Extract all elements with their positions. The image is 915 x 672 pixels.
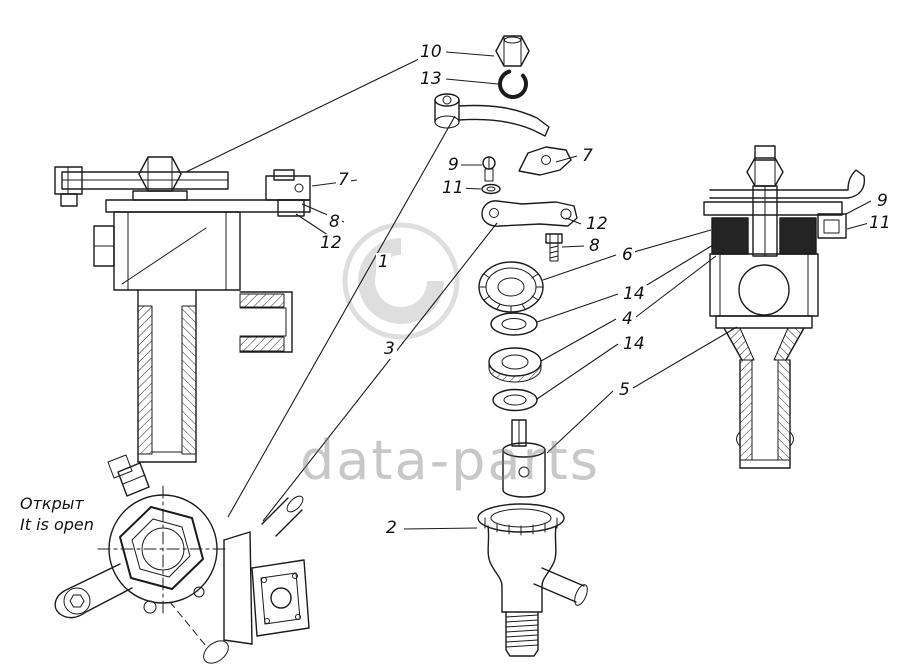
callout-3: 3	[382, 339, 397, 359]
callout-9-center: 9	[446, 155, 461, 175]
callout-10: 10	[418, 42, 444, 62]
callout-7-center: 7	[580, 146, 595, 166]
callout-8-left: 8	[327, 212, 342, 232]
callout-7-left: 7	[336, 170, 351, 190]
callout-11-right: 11	[867, 213, 893, 233]
callout-6: 6	[620, 245, 635, 265]
callout-12-left: 12	[318, 233, 344, 253]
exploded-parts-column	[434, 35, 588, 657]
right-valve-assembly	[703, 145, 866, 469]
caption-ru: Открыт	[20, 494, 84, 513]
leader-lines	[185, 51, 872, 530]
callout-4: 4	[620, 309, 635, 329]
callout-14-lower: 14	[621, 334, 647, 354]
callout-5: 5	[617, 380, 632, 400]
left-valve-assembly	[54, 156, 311, 463]
open-position-view	[54, 454, 310, 664]
callout-2: 2	[384, 518, 399, 538]
callout-8-center: 8	[587, 236, 602, 256]
callout-1: 1	[376, 252, 391, 272]
callout-11-center: 11	[440, 178, 466, 198]
callout-14-upper: 14	[621, 284, 647, 304]
caption-en: It is open	[20, 514, 94, 534]
valve-state-caption: Открыт It is open	[20, 494, 94, 536]
callout-13: 13	[418, 69, 444, 89]
callout-12-center: 12	[584, 214, 610, 234]
callout-9-right: 9	[875, 191, 890, 211]
